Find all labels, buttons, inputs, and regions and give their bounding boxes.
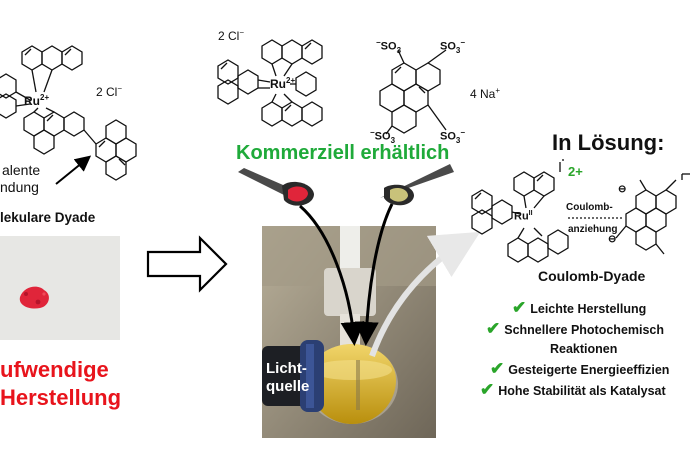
- feature-item: ✔Schnellere Photochemisch: [486, 319, 665, 338]
- check-icon: ✔: [512, 298, 527, 317]
- complex-synthesis-label: ufwendige Herstellung: [0, 357, 122, 410]
- yellow-spatula-icon: [380, 164, 454, 206]
- in-solution-arrow: [369, 231, 481, 358]
- hollow-right-arrow-icon: [146, 235, 228, 293]
- red-spatula-icon: [238, 168, 314, 206]
- addition-arrow-yellow: [354, 203, 394, 346]
- check-icon: ✔: [490, 359, 505, 378]
- pyrene-tetrasulfonate-structure: [379, 49, 447, 135]
- check-icon: ✔: [480, 380, 495, 399]
- right-pyrene-structure: [615, 173, 690, 255]
- center-ru-complex-structure: [217, 39, 323, 127]
- red-powder-photo: [0, 236, 120, 340]
- center-metal-label: Ru2+: [270, 76, 296, 91]
- right-sulfonate-bl: ⊖: [608, 234, 617, 245]
- left-charge-label: 2 Cl−: [96, 84, 123, 99]
- feature-item: ✔Hohe Stabilität als Katalysat: [480, 380, 666, 399]
- sulfonate-top-left: −SO3: [376, 38, 402, 55]
- coulomb-label-line1: Coulomb-: [566, 202, 613, 213]
- sulfonate-top-right: SO3−: [440, 38, 466, 55]
- light-source-label: Licht- quelle: [266, 360, 310, 395]
- sulfonate-bottom-right: SO3−: [440, 128, 466, 145]
- molecular-dyad-label: lekulare Dyade: [0, 210, 96, 225]
- right-sulfonate-tl: ⊖: [618, 184, 627, 195]
- check-icon: ✔: [486, 319, 501, 338]
- sodium-counterion-label: 4 Na+: [470, 86, 501, 101]
- feature-item-continuation: Reaktionen: [550, 342, 618, 356]
- right-metal-label: RuII: [514, 210, 533, 223]
- left-ru-complex-structure: [0, 45, 137, 181]
- center-charge-label: 2 Cl−: [218, 28, 245, 43]
- complex-charge-label: 2+: [568, 164, 583, 179]
- sulfonate-bottom-left: −SO3: [370, 128, 396, 145]
- feature-list: ✔Leichte Herstellung ✔Schnellere Photoch…: [480, 298, 670, 401]
- coulomb-dyad-label: Coulomb-Dyade: [538, 268, 646, 284]
- in-solution-heading: In Lösung:: [552, 130, 665, 155]
- right-ru-complex-structure: [471, 159, 569, 263]
- addition-arrow-red: [299, 204, 365, 346]
- covalent-bond-label: alente ndung: [0, 162, 41, 195]
- bond-pointer-arrow: [55, 155, 92, 185]
- left-metal-label: Ru2+: [24, 93, 50, 108]
- feature-item: ✔Gesteigerte Energieeffizien: [490, 359, 670, 378]
- light-source-lamp: [262, 340, 324, 412]
- feature-item: ✔Leichte Herstellung: [512, 298, 647, 317]
- reaction-photo: [262, 226, 436, 438]
- coulomb-label-line2: anziehung: [568, 224, 618, 235]
- commercially-available-label: Kommerziell erhältlich: [236, 142, 450, 164]
